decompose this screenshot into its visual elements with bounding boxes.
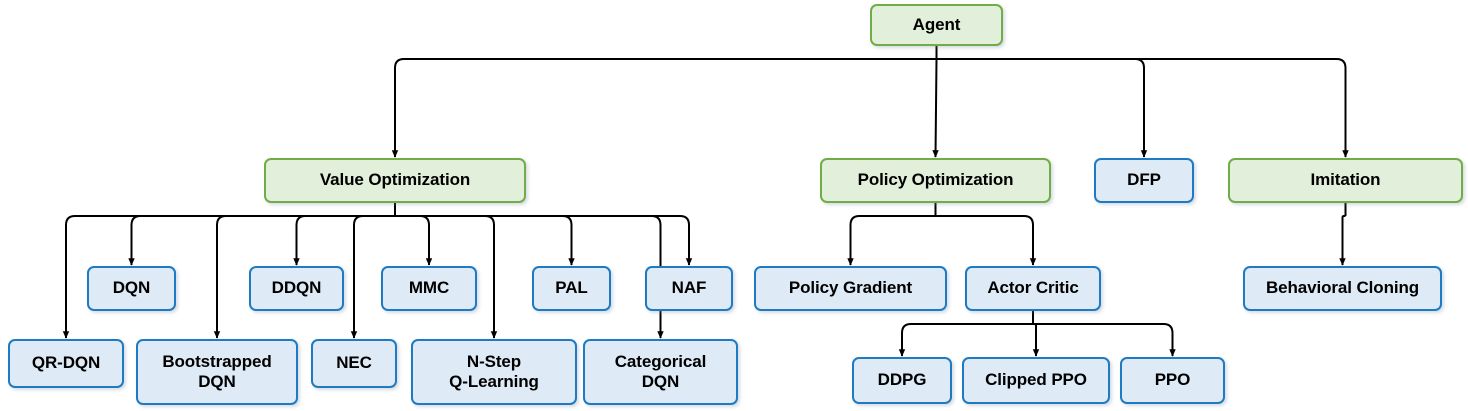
node-pal[interactable]: PAL	[532, 266, 611, 311]
edge-agent-to-imitation	[936, 58, 1349, 158]
node-ddpg[interactable]: DDPG	[852, 357, 952, 404]
edge-agent-to-value_optimization	[391, 58, 937, 158]
edge-agent-to-policy_optimization	[932, 58, 939, 158]
edge-value_optimization-to-dqn	[128, 215, 395, 266]
node-imitation[interactable]: Imitation	[1228, 158, 1463, 203]
edge-value_optimization-to-pal	[395, 215, 575, 266]
node-dfp[interactable]: DFP	[1094, 158, 1194, 203]
node-agent[interactable]: Agent	[870, 4, 1003, 46]
node-value_optimization[interactable]: Value Optimization	[264, 158, 526, 203]
node-nec[interactable]: NEC	[311, 339, 397, 388]
node-qr_dqn[interactable]: QR-DQN	[8, 339, 124, 388]
edge-policy_optimization-to-actor_critic	[935, 215, 1037, 266]
edge-actor_critic-to-ddpg	[898, 323, 1033, 357]
edge-imitation-to-behavioral_cloning	[1339, 215, 1346, 266]
node-naf[interactable]: NAF	[645, 266, 733, 311]
edge-value_optimization-to-naf	[395, 215, 693, 266]
node-mmc[interactable]: MMC	[381, 266, 477, 311]
node-bootstrapped_dqn[interactable]: Bootstrapped DQN	[136, 339, 298, 405]
node-ddqn[interactable]: DDQN	[249, 266, 344, 311]
edge-value_optimization-to-mmc	[395, 215, 433, 266]
node-categorical_dqn[interactable]: Categorical DQN	[583, 339, 738, 405]
node-clipped_ppo[interactable]: Clipped PPO	[962, 357, 1110, 404]
node-behavioral_cloning[interactable]: Behavioral Cloning	[1243, 266, 1442, 311]
node-policy_gradient[interactable]: Policy Gradient	[754, 266, 947, 311]
edge-actor_critic-to-clipped_ppo	[1032, 323, 1040, 357]
node-policy_optimization[interactable]: Policy Optimization	[820, 158, 1051, 203]
edge-value_optimization-to-ddqn	[293, 215, 395, 266]
node-n_step_q_learning[interactable]: N-Step Q-Learning	[411, 339, 577, 405]
edge-actor_critic-to-ppo	[1033, 323, 1176, 357]
node-ppo[interactable]: PPO	[1120, 357, 1225, 404]
edge-policy_optimization-to-policy_gradient	[847, 215, 936, 266]
edge-agent-to-dfp	[936, 58, 1148, 158]
node-actor_critic[interactable]: Actor Critic	[965, 266, 1101, 311]
node-dqn[interactable]: DQN	[87, 266, 176, 311]
